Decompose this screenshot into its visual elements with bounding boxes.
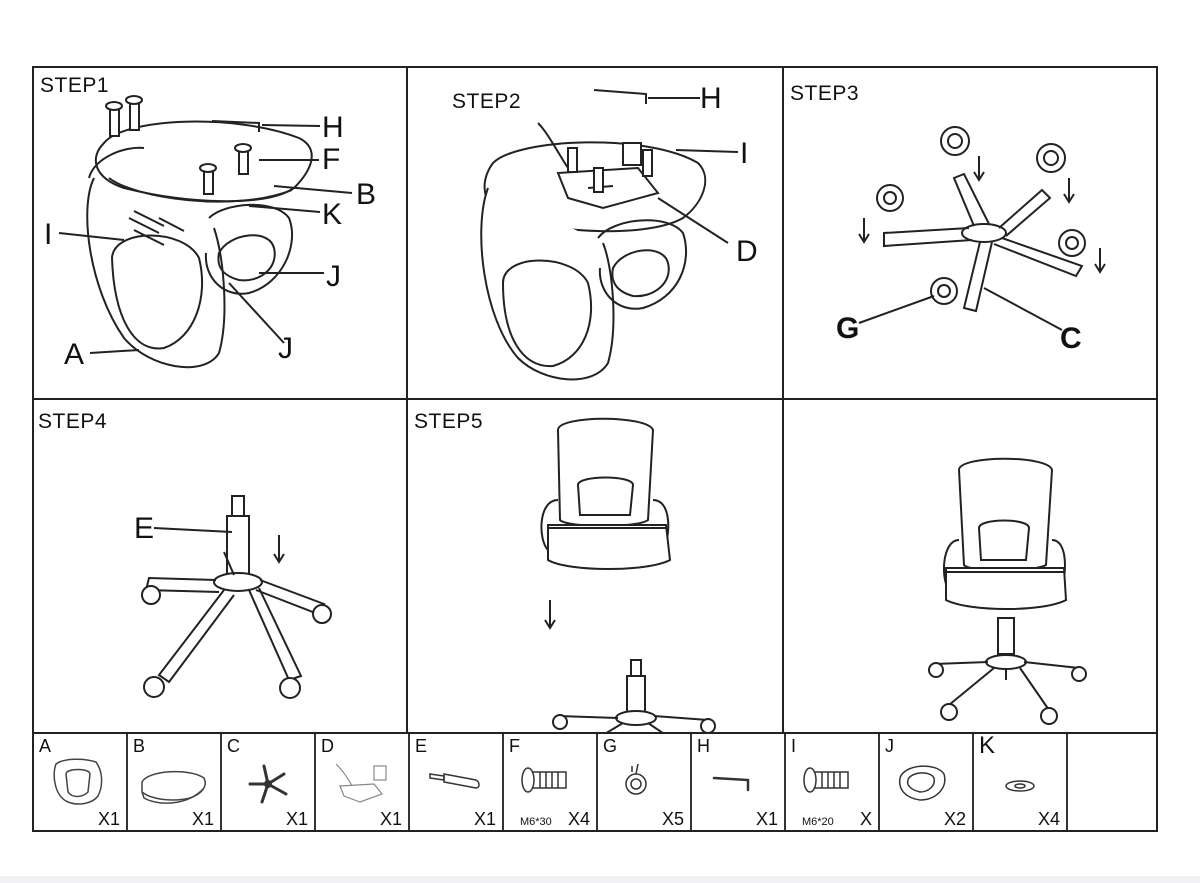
part-cell-a: A X1	[34, 734, 126, 834]
step-title: STEP1	[40, 74, 110, 97]
part-quantity: X1	[97, 809, 120, 829]
step-title: STEP5	[414, 410, 484, 433]
part-quantity: X1	[285, 809, 308, 829]
callout-label: H	[322, 111, 344, 144]
part-cell-j: J X2	[880, 734, 972, 834]
part-cell-f: F M6*30 X4	[504, 734, 596, 834]
part-letter: J	[885, 736, 894, 756]
part-quantity: X1	[191, 809, 214, 829]
divider	[126, 734, 128, 830]
step-3-illustration: G C	[836, 126, 1106, 355]
part-quantity: X4	[567, 809, 590, 829]
divider	[878, 734, 880, 830]
part-quantity: X4	[1037, 809, 1060, 829]
divider	[782, 68, 784, 734]
star-base-icon	[248, 764, 288, 804]
divider	[596, 734, 598, 830]
assembly-diagram-frame: STEP1	[32, 66, 1158, 832]
step-2-panel: STEP2	[408, 68, 782, 398]
callout-label: E	[134, 512, 154, 545]
part-spec: M6*30	[520, 816, 552, 828]
part-letter: F	[509, 736, 520, 756]
hex-key-icon	[712, 776, 750, 792]
divider	[784, 734, 786, 830]
part-letter: B	[133, 736, 146, 756]
caster-wheel-icon	[625, 763, 647, 795]
gas-lift-icon	[429, 773, 480, 789]
part-letter: K	[979, 732, 996, 759]
callout-label: G	[836, 312, 859, 345]
callout-label: B	[356, 178, 376, 211]
part-cell-h: H X1	[692, 734, 784, 834]
part-letter: C	[227, 736, 240, 756]
callout-label: K	[322, 198, 342, 231]
step-5-panel: STEP5	[408, 400, 782, 732]
step-5-illustration	[540, 417, 716, 732]
step-3-panel: STEP3	[784, 68, 1156, 398]
divider	[314, 734, 316, 830]
callout-label: F	[322, 143, 340, 176]
divider	[972, 734, 974, 830]
parts-list: A X1 B X1 C	[34, 732, 1156, 830]
callout-label: J	[278, 332, 293, 365]
step-title: STEP3	[790, 82, 860, 105]
divider	[406, 68, 408, 734]
callout-label: I	[740, 137, 748, 170]
divider	[220, 734, 222, 830]
part-letter: H	[697, 736, 710, 756]
part-cell-i: I M6*20 X	[786, 734, 878, 834]
mechanism-plate-icon	[335, 763, 387, 803]
step-title: STEP4	[38, 410, 108, 433]
callout-label: J	[326, 260, 341, 293]
bolt-icon	[521, 767, 567, 793]
divider	[690, 734, 692, 830]
backrest-icon	[53, 758, 103, 805]
part-letter: G	[603, 736, 618, 756]
step-1-panel: STEP1	[34, 68, 406, 398]
step-2-illustration: H I D	[480, 82, 758, 381]
part-cell-e: E X1	[410, 734, 502, 834]
part-quantity: X1	[473, 809, 496, 829]
divider	[1066, 734, 1068, 830]
part-letter: I	[791, 736, 797, 756]
part-cell-empty	[1068, 734, 1156, 834]
step-1-illustration: H F B K I J J A	[44, 95, 376, 371]
part-spec: M6*20	[802, 816, 834, 828]
part-cell-c: C X1	[222, 734, 314, 834]
part-quantity: X2	[943, 809, 966, 829]
final-chair-panel	[784, 400, 1156, 732]
part-quantity: X5	[661, 809, 684, 829]
bottom-strip	[0, 876, 1200, 883]
part-cell-b: B X1	[128, 734, 220, 834]
divider	[502, 734, 504, 830]
part-cell-d: D X1	[316, 734, 408, 834]
part-letter: A	[39, 736, 52, 756]
washer-icon	[1005, 780, 1035, 792]
step-4-illustration: E	[134, 495, 332, 699]
divider	[34, 732, 1156, 734]
part-cell-k: K X4	[974, 732, 1066, 834]
part-cell-g: G X5	[598, 734, 690, 834]
step-4-panel: STEP4	[34, 400, 406, 732]
part-quantity: X1	[379, 809, 402, 829]
part-quantity: X	[859, 809, 872, 829]
callout-label: I	[44, 218, 52, 251]
divider	[34, 398, 1156, 400]
callout-label: A	[64, 338, 84, 371]
divider	[408, 734, 410, 830]
armrest-icon	[898, 765, 946, 801]
callout-label: H	[700, 82, 722, 115]
part-letter: E	[415, 736, 428, 756]
seat-cushion-icon	[141, 770, 206, 804]
callout-label: C	[1060, 322, 1082, 355]
final-chair-illustration	[928, 457, 1087, 725]
part-letter: D	[321, 736, 334, 756]
bolt-icon	[803, 767, 849, 793]
callout-label: D	[736, 235, 758, 268]
step-title: STEP2	[452, 90, 522, 113]
part-quantity: X1	[755, 809, 778, 829]
